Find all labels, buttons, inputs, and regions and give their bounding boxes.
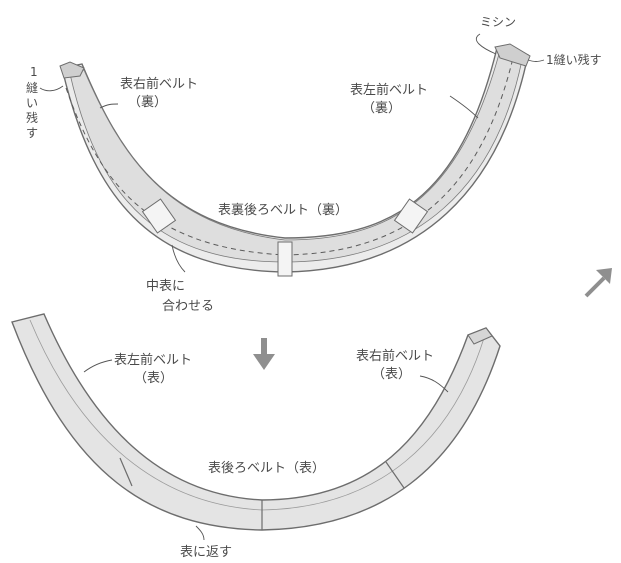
lower-leaders <box>83 359 449 541</box>
upper-leaders <box>39 33 545 273</box>
right-edge-note: 1縫い残す <box>546 52 602 67</box>
upper-seam-left <box>141 198 177 234</box>
upper-left-front-label: 表左前ベルト <box>350 82 428 98</box>
machine-label: ミシン <box>480 15 516 29</box>
lower-seam-right <box>385 461 405 489</box>
arrow-down-icon <box>253 338 275 370</box>
lower-back-belt-label: 表後ろベルト（表） <box>208 461 325 476</box>
center-label-2: 合わせる <box>162 299 214 314</box>
upper-belt <box>59 43 531 277</box>
upper-seam-right <box>393 198 429 234</box>
lower-right-end <box>467 327 493 345</box>
lower-left-front-label: 表左前ベルト <box>114 352 192 368</box>
left-edge-note-3: い <box>26 96 38 110</box>
upper-left-end <box>59 61 85 79</box>
left-edge-note-4: 残 <box>26 111 38 125</box>
lower-right-front-side: （表） <box>372 367 411 382</box>
upper-right-front-label: 表右前ベルト <box>120 76 198 92</box>
turn-label: 表に返す <box>180 545 232 560</box>
center-label-1: 中表に <box>146 279 185 294</box>
lower-belt-band <box>11 313 501 531</box>
arrow-up-right-icon <box>584 268 612 298</box>
left-edge-note-5: す <box>26 126 38 140</box>
lower-belt <box>11 313 501 531</box>
upper-left-front-side: （裏） <box>362 101 401 116</box>
lower-seam-left <box>119 457 133 487</box>
left-edge-note-1: 1 <box>30 65 38 79</box>
upper-right-front-side: （裏） <box>128 95 167 110</box>
lower-right-front-label: 表右前ベルト <box>356 348 434 364</box>
upper-right-end <box>494 43 531 67</box>
lower-labels: 表左前ベルト （表） 表右前ベルト （表） 表後ろベルト（表） 表に返す <box>114 348 434 560</box>
lower-left-front-side: （表） <box>134 371 173 386</box>
upper-seam-center <box>277 241 293 277</box>
upper-back-belt-label: 表裏後ろベルト（裏） <box>218 203 348 218</box>
upper-labels: 1 縫 い 残 す 表右前ベルト （裏） 表左前ベルト （裏） ミシン 1縫い残… <box>26 15 602 314</box>
left-edge-note-2: 縫 <box>26 80 38 95</box>
